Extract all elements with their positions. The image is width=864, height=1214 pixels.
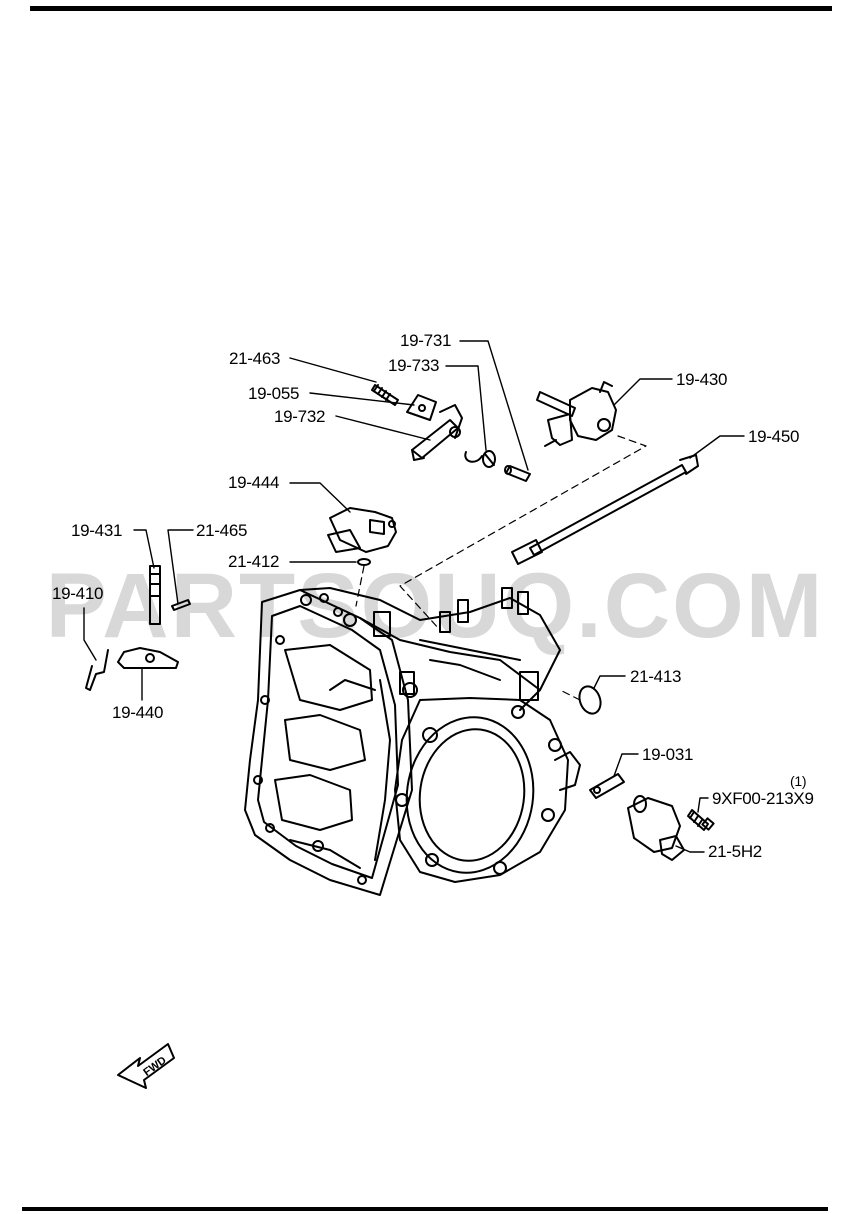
bottom-border-rule bbox=[22, 1207, 828, 1211]
part-19-031-bracket bbox=[589, 773, 625, 799]
part-21-412-oring bbox=[357, 558, 371, 566]
assembly-dashed-lines bbox=[355, 435, 647, 701]
callout-19-440: 19-440 bbox=[112, 703, 164, 722]
part-19-733-spring bbox=[464, 450, 496, 468]
callout-21-465: 21-465 bbox=[196, 521, 248, 540]
part-21-463-bolt bbox=[371, 384, 399, 406]
callout-19-430: 19-430 bbox=[676, 370, 728, 389]
callout-19-450: 19-450 bbox=[748, 427, 800, 446]
callout-21-412: 21-412 bbox=[228, 552, 280, 571]
part-19-732-lever bbox=[411, 404, 463, 461]
callout-19-055: 19-055 bbox=[248, 384, 300, 403]
leader-lines bbox=[83, 340, 745, 853]
callout-21-5H2: 21-5H2 bbox=[708, 842, 762, 861]
callout-21-463: 21-463 bbox=[229, 349, 281, 368]
part-19-440-plate bbox=[117, 647, 179, 669]
watermark-text: PARTSOUQ.COM bbox=[45, 555, 825, 657]
callout-19-410: 19-410 bbox=[52, 584, 104, 603]
part-19-430-shaft bbox=[536, 381, 617, 447]
part-21-465-pin bbox=[171, 599, 191, 611]
part-19-731-pin bbox=[504, 465, 531, 482]
part-bolt-9XF00 bbox=[687, 809, 715, 831]
part-19-444-switch bbox=[327, 507, 397, 553]
callout-19-031: 19-031 bbox=[642, 745, 694, 764]
part-19-450-rod bbox=[511, 454, 699, 565]
callout-19-733: 19-733 bbox=[388, 356, 440, 375]
callout-19-732: 19-732 bbox=[274, 407, 326, 426]
part-19-431-pin bbox=[149, 565, 161, 625]
part-21-5H2-sensor bbox=[627, 795, 685, 861]
fwd-arrow-icon: FWD bbox=[117, 1043, 175, 1089]
part-19-055-plate bbox=[406, 394, 437, 421]
callout-bolt-qty: (1) bbox=[790, 773, 807, 789]
top-border-rule bbox=[30, 6, 832, 11]
transmission-case bbox=[244, 587, 581, 896]
callout-21-413: 21-413 bbox=[630, 667, 682, 686]
callout-19-731: 19-731 bbox=[400, 331, 452, 350]
part-19-410-rod bbox=[85, 649, 109, 691]
part-21-413-oring bbox=[578, 685, 602, 715]
callout-9XF00-213X9: 9XF00-213X9 bbox=[712, 789, 814, 808]
callout-19-444: 19-444 bbox=[228, 473, 280, 492]
fwd-label: FWD bbox=[141, 1054, 168, 1078]
callout-19-431: 19-431 bbox=[71, 521, 123, 540]
